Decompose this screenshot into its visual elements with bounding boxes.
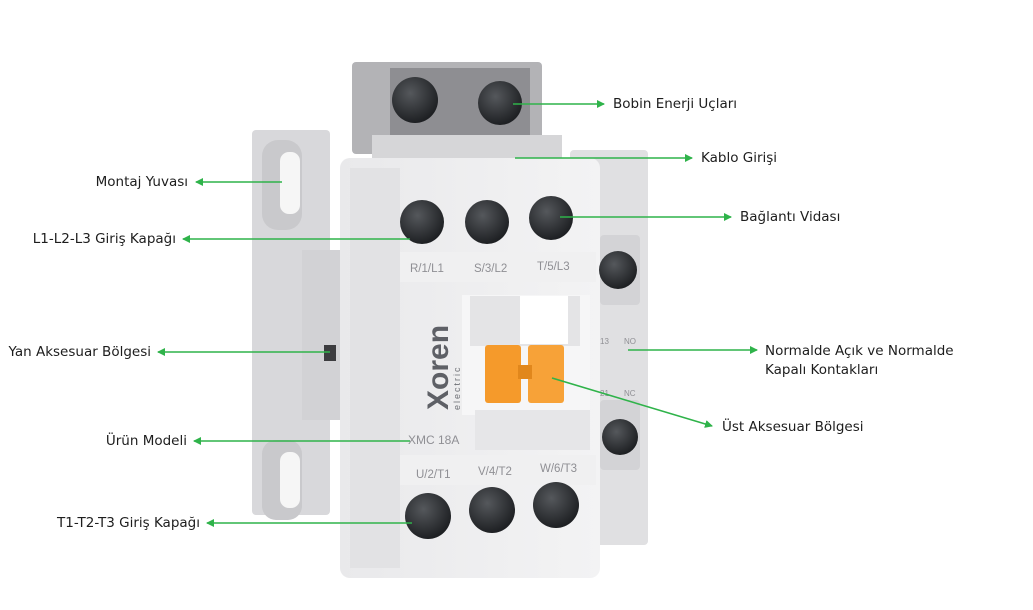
model-text: XMC 18A	[408, 433, 459, 447]
svg-text:Xoren: Xoren	[422, 325, 455, 410]
label-line-input-cover: L1-L2-L3 Giriş Kapağı	[32, 231, 176, 247]
terminal-label-t2: V/4/T2	[478, 466, 512, 478]
brand-logo: Xoren electric	[422, 325, 462, 410]
terminal-label-t1: U/2/T1	[416, 469, 451, 481]
aux-mark-nc: NC	[624, 389, 636, 398]
label-coil-terminals: Bobin Enerji Uçları	[613, 96, 738, 112]
label-load-output-cover: T1-T2-T3 Giriş Kapağı	[57, 515, 200, 531]
terminal-label-l1: R/1/L1	[410, 263, 444, 275]
terminal-label-l2: S/3/L2	[474, 263, 507, 275]
screws	[392, 77, 638, 539]
label-product-model: Ürün Modeli	[105, 433, 187, 449]
label-connection-screw: Bağlantı Vidası	[740, 209, 841, 225]
mounting-bracket	[252, 130, 342, 520]
label-side-accessory: Yan Aksesuar Bölgesi	[0, 343, 151, 361]
callout-arrows	[157, 100, 758, 527]
label-cable-entry: Kablo Girişi	[701, 150, 778, 166]
aux-mark-13: 13	[600, 337, 609, 346]
orange-actuator	[485, 345, 564, 403]
terminal-label-t3: W/6/T3	[540, 463, 577, 475]
label-contacts-line2: Kapalı Kontakları	[765, 362, 879, 378]
label-mounting-slot: Montaj Yuvası	[95, 174, 188, 190]
label-contacts-line1: Normalde Açık ve Normalde	[765, 343, 954, 359]
arrow-top-accessory	[551, 377, 713, 428]
aux-mark-no: NO	[624, 337, 636, 346]
svg-text:electric: electric	[452, 365, 462, 410]
coil-terminal-block	[352, 62, 562, 161]
label-top-accessory: Üst Aksesuar Bölgesi	[722, 419, 864, 435]
label-side-accessory-text: Yan Aksesuar Bölgesi	[8, 344, 151, 360]
terminal-label-l3: T/5/L3	[537, 261, 570, 273]
